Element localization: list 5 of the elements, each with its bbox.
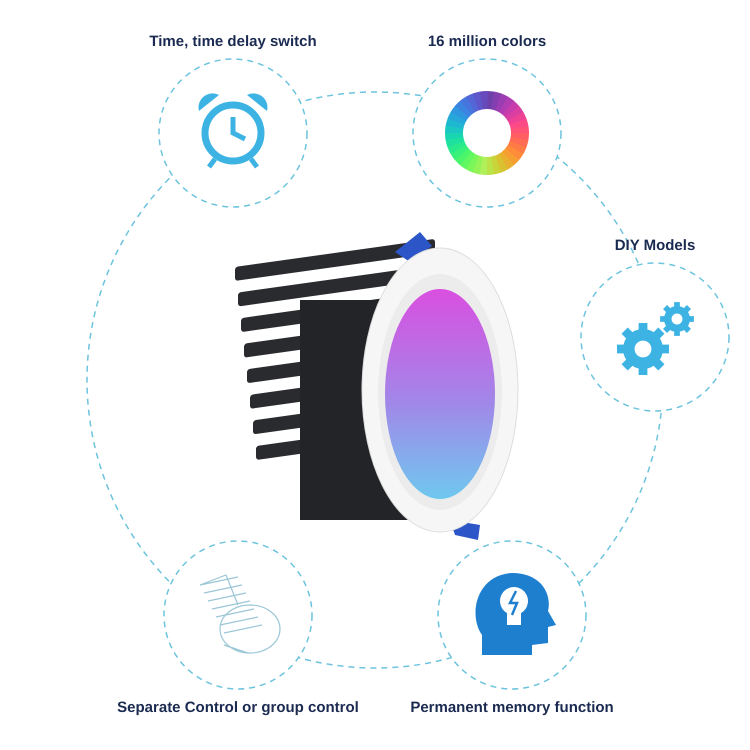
feature-title: Separate Control or group control	[117, 699, 359, 716]
feature-title: Time, time delay switch	[149, 33, 317, 50]
feature-title: DIY Models	[614, 237, 696, 254]
feature-title: 16 million colors	[428, 33, 546, 50]
feature-title: Permanent memory function	[410, 699, 614, 716]
